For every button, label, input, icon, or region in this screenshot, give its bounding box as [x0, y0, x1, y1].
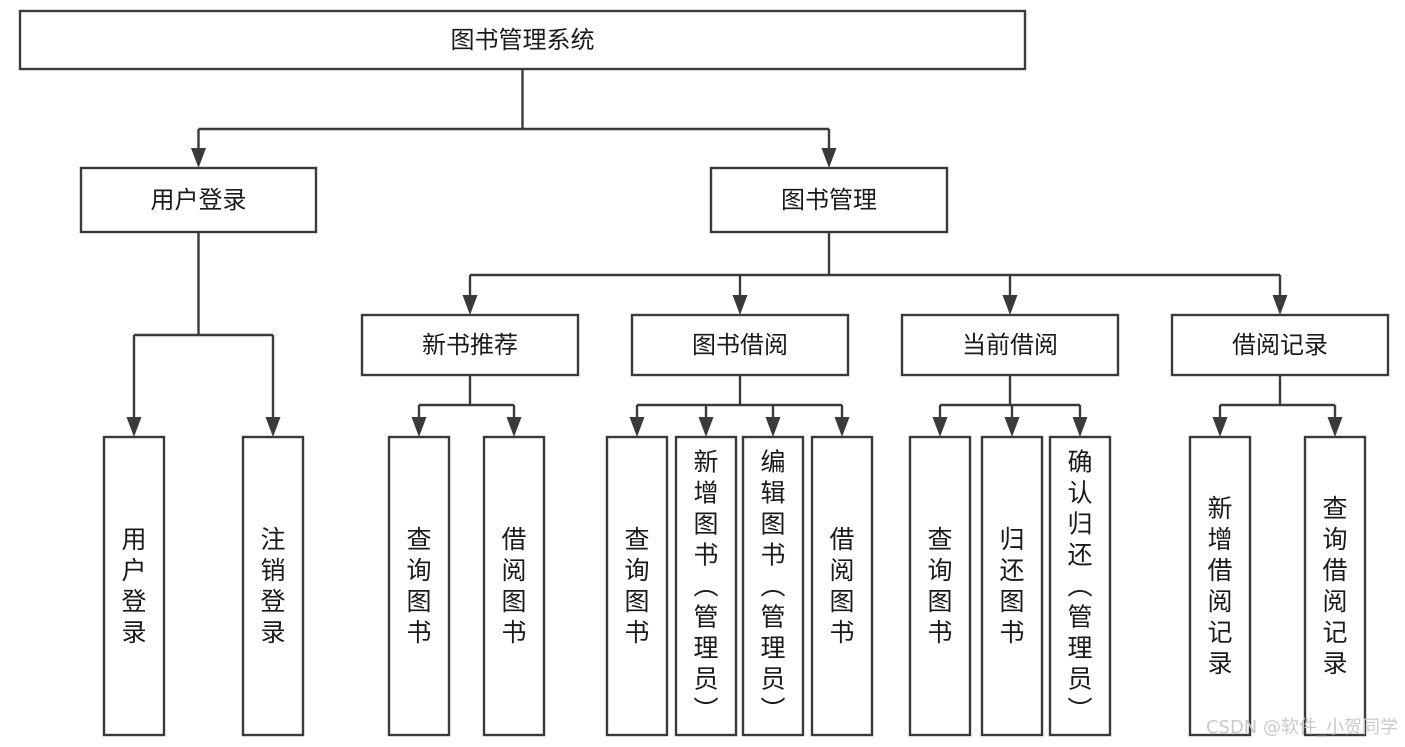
node-current-query-book[interactable]: 查询图书	[908, 435, 972, 737]
node-label-new-book-recommend: 新书推荐	[422, 331, 518, 359]
node-borrow-edit-book[interactable]: 编辑图书︵管理员︶	[741, 435, 805, 737]
arrow-head-icon	[1072, 417, 1088, 437]
arrow-head-icon	[629, 417, 645, 437]
node-label-book-management: 图书管理	[781, 186, 877, 214]
node-box-user-logout[interactable]	[241, 435, 305, 737]
node-label-recommend-query-book: 查询图书	[406, 525, 431, 647]
node-box-new-book-recommend[interactable]	[360, 313, 580, 377]
node-label-current-confirm-return: 确认归还︵管理员︶	[1067, 448, 1092, 725]
node-box-current-borrow[interactable]	[900, 313, 1120, 377]
node-label-user-login-do: 用户登录	[121, 525, 146, 647]
node-label-borrow-add-book: 新增图书︵管理员︶	[693, 448, 718, 725]
node-label-borrow-borrow-book: 借阅图书	[829, 525, 854, 647]
arrow-head-icon	[834, 417, 850, 437]
node-recommend-query-book[interactable]: 查询图书	[387, 435, 451, 737]
node-box-add-borrow-record[interactable]	[1188, 435, 1252, 737]
arrow-head-icon	[126, 417, 142, 437]
arrow-head-icon	[462, 295, 478, 315]
arrow-head-icon	[698, 417, 714, 437]
arrow-head-icon	[1004, 417, 1020, 437]
node-label-add-borrow-record: 新增借阅记录	[1207, 494, 1232, 678]
node-query-borrow-record[interactable]: 查询借阅记录	[1303, 435, 1367, 737]
node-root[interactable]: 图书管理系统	[18, 9, 1027, 71]
node-current-return-book[interactable]: 归还图书	[980, 435, 1044, 737]
arrow-head-icon	[1327, 417, 1343, 437]
node-box-borrow-borrow-book[interactable]	[810, 435, 874, 737]
node-box-current-confirm-return[interactable]	[1048, 435, 1112, 737]
node-box-borrow-add-book[interactable]	[674, 435, 738, 737]
node-label-borrow-records: 借阅记录	[1232, 331, 1328, 359]
arrow-head-icon	[765, 417, 781, 437]
node-box-recommend-borrow-book[interactable]	[482, 435, 546, 737]
node-box-current-return-book[interactable]	[980, 435, 1044, 737]
node-user-login-do[interactable]: 用户登录	[102, 435, 166, 737]
node-label-recommend-borrow-book: 借阅图书	[501, 525, 526, 647]
node-current-borrow[interactable]: 当前借阅	[900, 313, 1120, 377]
node-label-user-logout: 注销登录	[260, 525, 285, 647]
node-box-query-borrow-record[interactable]	[1303, 435, 1367, 737]
node-box-borrow-query-book[interactable]	[605, 435, 669, 737]
node-user-login[interactable]: 用户登录	[79, 166, 318, 234]
node-label-root: 图书管理系统	[451, 26, 595, 54]
node-label-current-query-book: 查询图书	[927, 525, 952, 647]
node-borrow-query-book[interactable]: 查询图书	[605, 435, 669, 737]
node-box-user-login[interactable]	[79, 166, 318, 234]
node-current-confirm-return[interactable]: 确认归还︵管理员︶	[1048, 435, 1112, 737]
node-label-borrow-query-book: 查询图书	[624, 525, 649, 647]
node-box-book-borrow[interactable]	[630, 313, 850, 377]
connector-layer	[126, 69, 1343, 437]
node-box-book-management[interactable]	[709, 166, 949, 234]
node-box-current-query-book[interactable]	[908, 435, 972, 737]
node-label-book-borrow: 图书借阅	[692, 331, 788, 359]
node-box-root[interactable]	[18, 9, 1027, 71]
node-book-management[interactable]: 图书管理	[709, 166, 949, 234]
arrow-head-icon	[1002, 295, 1018, 315]
arrow-head-icon	[506, 417, 522, 437]
node-label-current-return-book: 归还图书	[999, 525, 1024, 647]
arrow-head-icon	[732, 295, 748, 315]
arrow-head-icon	[821, 148, 837, 168]
arrow-head-icon	[1212, 417, 1228, 437]
node-new-book-recommend[interactable]: 新书推荐	[360, 313, 580, 377]
node-box-user-login-do[interactable]	[102, 435, 166, 737]
node-layer: 图书管理系统用户登录用户登录注销登录图书管理新书推荐查询图书借阅图书图书借阅查询…	[18, 9, 1390, 737]
node-label-query-borrow-record: 查询借阅记录	[1322, 494, 1347, 678]
node-label-current-borrow: 当前借阅	[962, 331, 1058, 359]
node-borrow-records[interactable]: 借阅记录	[1170, 313, 1390, 377]
arrow-head-icon	[191, 148, 206, 168]
node-borrow-borrow-book[interactable]: 借阅图书	[810, 435, 874, 737]
node-recommend-borrow-book[interactable]: 借阅图书	[482, 435, 546, 737]
node-add-borrow-record[interactable]: 新增借阅记录	[1188, 435, 1252, 737]
node-user-logout[interactable]: 注销登录	[241, 435, 305, 737]
node-box-recommend-query-book[interactable]	[387, 435, 451, 737]
node-book-borrow[interactable]: 图书借阅	[630, 313, 850, 377]
arrow-head-icon	[1272, 295, 1288, 315]
arrow-head-icon	[932, 417, 948, 437]
node-label-borrow-edit-book: 编辑图书︵管理员︶	[760, 448, 785, 725]
node-borrow-add-book[interactable]: 新增图书︵管理员︶	[674, 435, 738, 737]
node-box-borrow-records[interactable]	[1170, 313, 1390, 377]
arrow-head-icon	[265, 417, 281, 437]
node-label-user-login: 用户登录	[151, 186, 247, 214]
arrow-head-icon	[411, 417, 427, 437]
csdn-watermark: CSDN @软件_小贺同学	[1206, 717, 1398, 738]
node-box-borrow-edit-book[interactable]	[741, 435, 805, 737]
